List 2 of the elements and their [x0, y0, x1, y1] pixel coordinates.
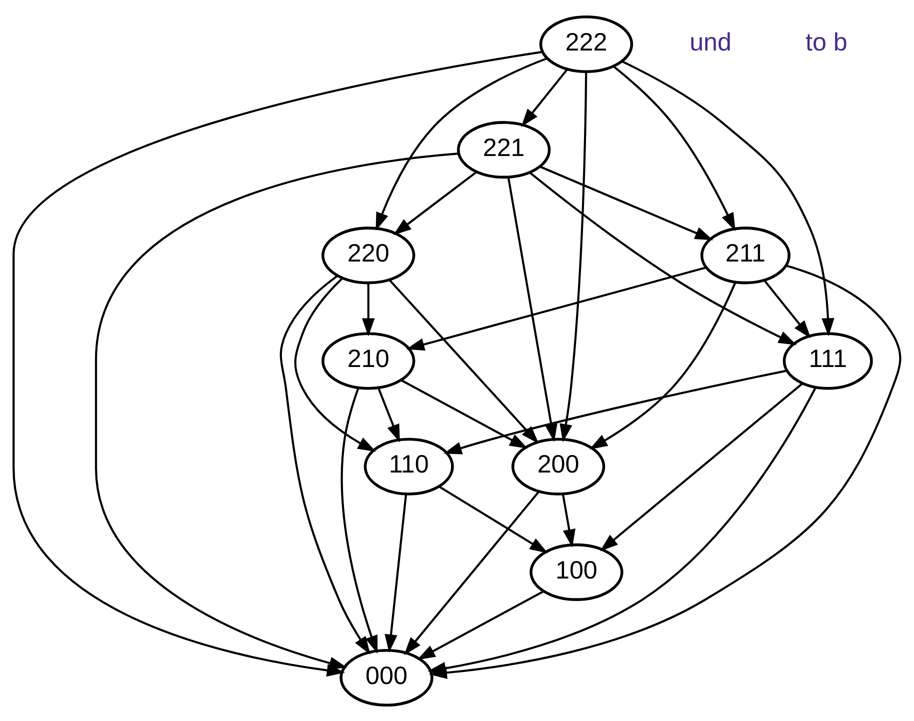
label: to b: [806, 28, 848, 56]
label: und: [690, 28, 732, 56]
